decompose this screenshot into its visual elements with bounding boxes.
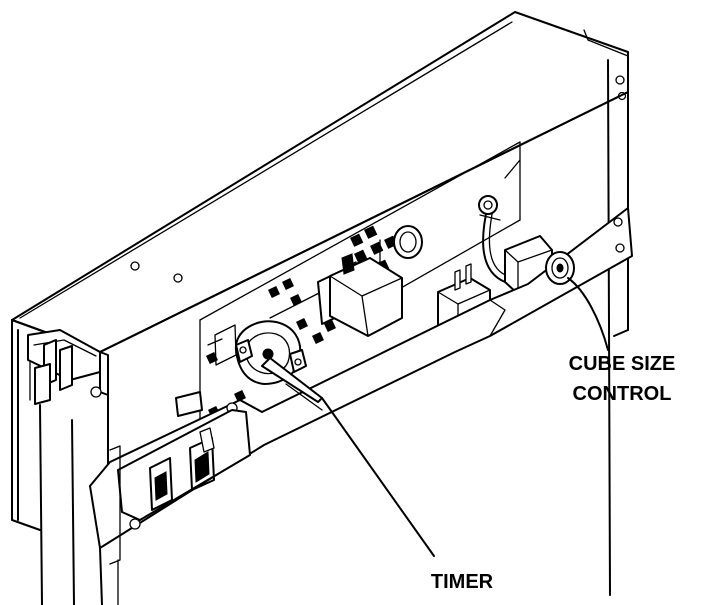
cabinet-lower-frame	[99, 445, 121, 605]
wire-harness	[478, 159, 526, 285]
control-box-left-side	[11, 319, 109, 605]
timer-assembly	[175, 320, 323, 417]
cube-size-control-label-line2: CONTROL	[573, 383, 672, 405]
grommet	[393, 225, 423, 259]
cabinet-right-side	[607, 59, 629, 596]
timer-label: TIMER	[431, 571, 494, 593]
cube-size-control-knob	[545, 251, 575, 285]
timer-leader	[321, 397, 435, 557]
relay-block	[317, 253, 403, 337]
cube-size-control-label-line1: CUBE SIZE	[569, 353, 676, 375]
cube-size-control-leader	[567, 277, 609, 351]
switch-plate	[117, 409, 251, 521]
